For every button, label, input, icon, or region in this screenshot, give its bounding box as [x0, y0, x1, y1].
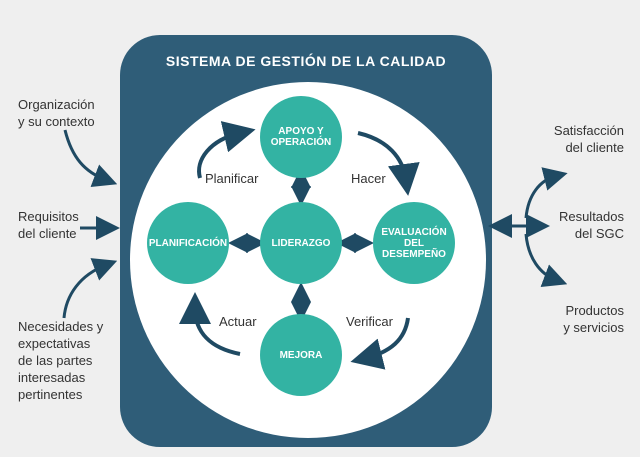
evaluacion-desempeno-node: EVALUACIÓN DEL DESEMPEÑO: [373, 202, 455, 284]
input-organizacion: Organización y su contexto: [18, 97, 95, 129]
apoyo-operacion-node: APOYO Y OPERACIÓN: [260, 96, 342, 178]
output-resultados: Resultados del SGC: [558, 209, 624, 241]
productos-arrow: [524, 233, 568, 288]
planificacion-node: PLANIFICACIÓN: [147, 202, 229, 284]
diagram-title: SISTEMA DE GESTIÓN DE LA CALIDAD: [165, 53, 447, 69]
organizacion-arrow: [63, 129, 118, 187]
input-requisitos: Requisitos del cliente: [18, 209, 79, 241]
satisfaccion-arrow: [524, 167, 568, 219]
output-satisfaccion: Satisfacción del cliente: [553, 123, 624, 155]
necesidades-arrow: [62, 258, 118, 319]
verificar-arrow: [350, 317, 410, 370]
output-productos: Productos y servicios: [563, 303, 624, 335]
hacer-label: Hacer: [351, 171, 386, 186]
input-necesidades: Necesidades y expectativas de las partes…: [18, 319, 104, 402]
hacer-arrow: [357, 131, 420, 196]
actuar-arrow: [179, 292, 241, 356]
mejora-node: MEJORA: [260, 314, 342, 396]
planificar-label: Planificar: [205, 171, 259, 186]
actuar-label: Actuar: [219, 314, 257, 329]
planificar-arrow: [197, 121, 256, 179]
liderazgo-node: LIDERAZGO: [260, 202, 342, 284]
verificar-label: Verificar: [346, 314, 393, 329]
